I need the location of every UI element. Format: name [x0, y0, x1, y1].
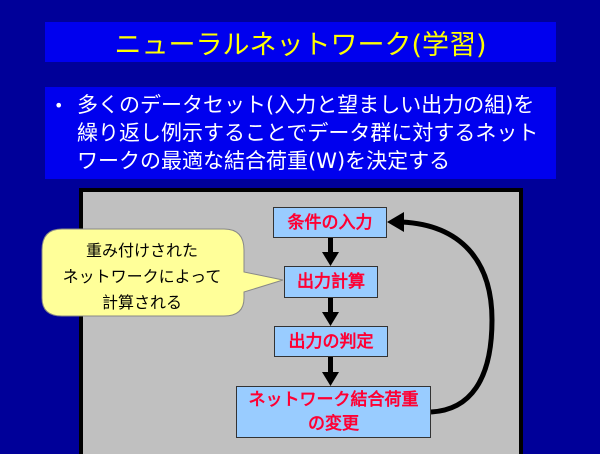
feedback-arrow [401, 219, 495, 415]
step-compute-output: 出力計算 [284, 266, 378, 298]
bullet-line: 多くのデータセット(入力と望ましい出力の組)を [77, 93, 535, 117]
bullet-text: 多くのデータセット(入力と望ましい出力の組)を 繰り返し例示することでデータ群に… [77, 91, 538, 175]
down-arrow [322, 237, 339, 266]
step-label: の変更 [308, 414, 359, 434]
callout-line: ネットワークによって [62, 267, 222, 286]
callout-bubble [41, 228, 284, 317]
bullet-marker: • [54, 96, 64, 115]
feedback-arrowhead [387, 212, 404, 232]
bullet-box: • 多くのデータセット(入力と望ましい出力の組)を 繰り返し例示することでデータ… [45, 87, 556, 179]
step-update-weights: ネットワーク結合荷重 の変更 [236, 386, 431, 438]
step-input-conditions: 条件の入力 [273, 207, 387, 238]
bullet-line: ワークの最適な結合荷重(W)を決定する [77, 149, 451, 173]
step-label: 条件の入力 [287, 212, 373, 233]
callout-text: 重み付けされた ネットワークによって 計算される [52, 238, 232, 316]
step-label: ネットワーク結合荷重 [248, 390, 419, 410]
bullet-line: 繰り返し例示することでデータ群に対するネット [77, 121, 539, 145]
step-label: 出力の判定 [288, 331, 374, 352]
step-label: 出力計算 [297, 272, 365, 292]
callout-line: 重み付けされた [85, 241, 198, 260]
down-arrow [322, 297, 339, 326]
slide-title: ニューラルネットワーク(学習) [114, 29, 487, 61]
callout-line: 計算される [101, 293, 182, 312]
step-judge-output: 出力の判定 [274, 326, 388, 357]
down-arrow [322, 356, 339, 386]
slide-title-box: ニューラルネットワーク(学習) [45, 22, 556, 62]
